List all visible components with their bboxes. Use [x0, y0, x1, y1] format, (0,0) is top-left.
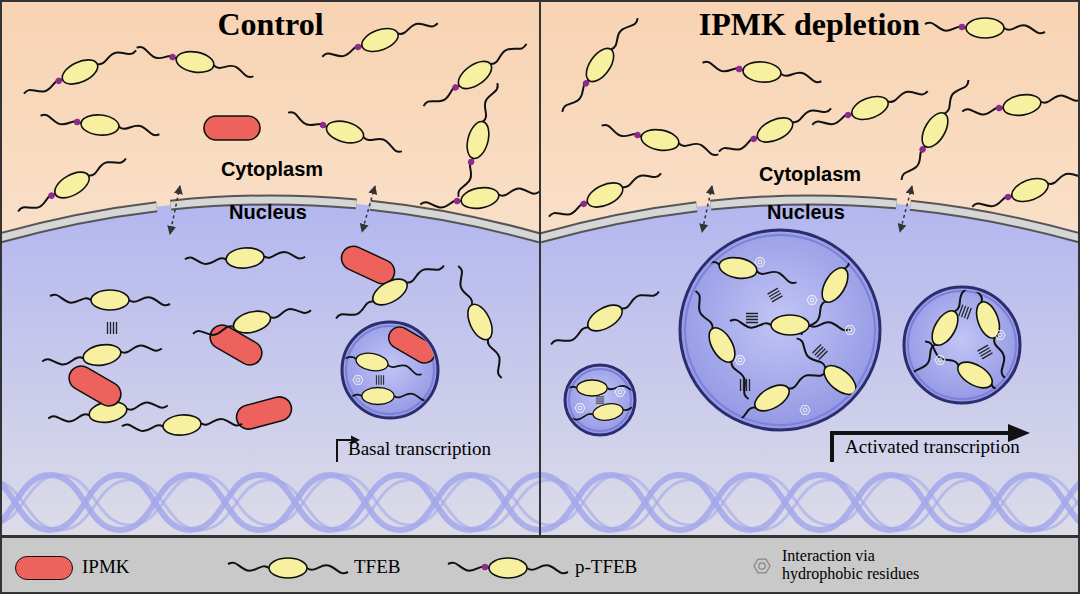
tfeb: [184, 243, 305, 273]
legend-hex-sample: [754, 559, 770, 573]
interaction-hatch: [746, 314, 758, 323]
interaction-hatch: [596, 397, 604, 403]
p-tfeb: [420, 32, 530, 117]
legend-text: TFEB: [354, 556, 400, 578]
interaction-hatch: [376, 375, 383, 385]
tfeb: [446, 263, 515, 380]
transcription-label: Basal transcription: [348, 438, 491, 460]
pore-arrow: [362, 186, 375, 232]
tfeb: [548, 279, 662, 356]
hydrophobic-mark: [845, 326, 855, 335]
p-tfeb: [810, 78, 930, 138]
tfeb: [50, 290, 170, 310]
hydrophobic-mark: [995, 331, 1005, 340]
p-tfeb: [419, 178, 540, 219]
compartment-label: Cytoplasm: [759, 163, 861, 186]
hydrophobic-mark: [800, 406, 810, 415]
p-tfeb: [599, 120, 721, 161]
tfeb: [918, 336, 1032, 413]
interaction-hatch: [741, 379, 750, 391]
interaction-hatch: [108, 322, 117, 334]
nuclear-envelope: [540, 200, 1080, 238]
compartment-label: Nucleus: [767, 201, 845, 224]
hydrophobic-mark: [735, 356, 745, 365]
pore-arrow: [170, 186, 180, 234]
p-tfeb: [284, 107, 405, 157]
pore-arrow: [900, 186, 912, 232]
interaction-hatch: [978, 345, 993, 359]
condensate: [904, 260, 1032, 413]
hydrophobic-mark: [575, 404, 585, 413]
nucleus-area: [0, 200, 540, 536]
legend-text: p-TFEB: [575, 556, 637, 578]
nuclear-envelope: [540, 200, 1080, 238]
tfeb: [333, 253, 447, 330]
p-tfeb: [134, 42, 256, 83]
p-tfeb: [896, 73, 973, 187]
compartment-label: Nucleus: [229, 201, 307, 224]
tfeb: [559, 396, 656, 428]
tfeb: [730, 315, 850, 335]
tfeb: [327, 388, 429, 405]
tfeb: [715, 359, 829, 436]
condensate: [544, 365, 657, 435]
tfeb: [544, 380, 640, 396]
hydrophobic-mark: [353, 376, 363, 385]
transcription-label: Activated transcription: [845, 436, 1020, 458]
tfeb: [121, 410, 242, 440]
panel-title: Control: [2, 6, 539, 43]
condensate: [320, 322, 439, 418]
hydrophobic-mark: [615, 388, 625, 397]
p-tfeb: [39, 110, 160, 140]
legend-bar: [1, 537, 1079, 593]
pore-arrow: [702, 186, 712, 232]
tfeb: [677, 248, 799, 289]
hydrophobic-mark: [755, 258, 765, 267]
interaction-hatch: [768, 288, 783, 302]
legend-swatch: [15, 556, 73, 580]
nuclear-envelope: [0, 200, 540, 238]
p-tfeb: [453, 79, 503, 200]
legend-text: Interaction via hydrophobic residues: [782, 547, 922, 583]
p-tfeb: [320, 10, 440, 70]
nuclear-envelope: [0, 200, 540, 238]
ipmk: [385, 323, 439, 367]
ipmk: [65, 362, 125, 411]
p-tfeb: [961, 85, 1080, 126]
cytoplasm-area: [0, 0, 1080, 536]
tfeb: [788, 334, 893, 426]
tfeb: [683, 288, 760, 402]
hydrophobic-mark: [807, 296, 817, 305]
tfeb: [41, 335, 163, 376]
p-tfeb: [557, 10, 642, 120]
p-tfeb: [15, 146, 129, 223]
compartment-label: Cytoplasm: [221, 158, 323, 181]
p-tfeb: [970, 160, 1080, 220]
ipmk: [204, 116, 260, 140]
p-tfeb: [21, 38, 138, 107]
condensate: [677, 228, 892, 437]
hydrophobic-mark: [935, 356, 945, 365]
interaction-hatch: [813, 345, 828, 360]
legend-text: IPMK: [82, 556, 130, 578]
tfeb: [191, 297, 312, 347]
p-tfeb: [716, 96, 833, 165]
panel-title: IPMK depletion: [541, 6, 1078, 43]
interaction-hatch: [959, 305, 972, 319]
p-tfeb: [925, 18, 1045, 38]
legend-tfeb-sample: [228, 558, 348, 578]
p-tfeb: [701, 57, 822, 87]
p-tfeb: [546, 161, 663, 230]
legend-ptfeb-sample: [448, 558, 568, 578]
ipmk: [234, 394, 294, 432]
